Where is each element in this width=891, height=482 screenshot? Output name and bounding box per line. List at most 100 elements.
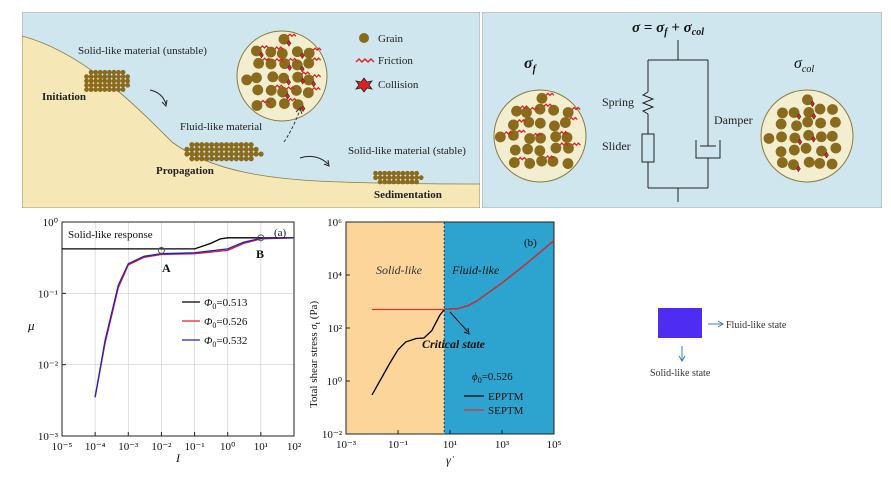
grain	[248, 151, 254, 157]
grain	[382, 179, 388, 185]
y-tick-label: 10²	[328, 323, 343, 335]
collision-grains	[763, 94, 842, 173]
friction-contact	[287, 33, 297, 38]
grain	[93, 87, 99, 92]
friction-contact	[260, 45, 269, 49]
grain	[223, 142, 230, 148]
grain	[550, 142, 562, 154]
grain	[776, 131, 787, 143]
grain	[494, 131, 506, 143]
grain	[800, 142, 812, 154]
grain	[789, 132, 801, 144]
x-tick-label: 10³	[495, 439, 510, 451]
grain	[549, 120, 560, 132]
grain	[508, 119, 519, 131]
grain	[97, 69, 103, 75]
friction-contact	[571, 106, 581, 111]
x-tick-label: 10⁻³	[336, 439, 357, 451]
grain	[508, 157, 520, 168]
collision-contact	[285, 92, 290, 100]
legend-entry: SEPTM	[488, 405, 524, 417]
grain	[803, 156, 815, 168]
plot-frame	[61, 221, 295, 437]
collision-contact	[259, 51, 264, 59]
critical-state-label: Critical state	[422, 337, 486, 351]
grain	[400, 179, 406, 185]
label-sedimentation: Sedimentation	[374, 189, 442, 201]
x-axis-label: I	[175, 451, 181, 465]
x-tick-label: 10⁻⁵	[52, 441, 73, 453]
state-diagram: Fluid-like state Solid-like state	[570, 240, 840, 430]
collision-contact	[824, 151, 829, 159]
grain	[243, 146, 249, 152]
grain	[279, 58, 291, 70]
grain	[120, 87, 126, 92]
grain	[302, 87, 314, 99]
collision-legend-icon	[355, 77, 373, 93]
grain	[414, 175, 419, 181]
grain	[251, 100, 263, 111]
grain	[377, 175, 383, 181]
grain	[102, 82, 108, 88]
legend-collision: Collision	[378, 79, 419, 91]
collision-contact	[286, 78, 291, 86]
friction-contact	[312, 57, 322, 62]
friction-legend-icon	[355, 58, 375, 63]
grain	[788, 107, 800, 118]
grain	[534, 103, 546, 115]
friction-contact	[312, 47, 322, 52]
grain	[111, 78, 117, 84]
grain	[125, 74, 130, 80]
solid-state-label: Solid-like state	[650, 368, 711, 379]
y-tick-label: 10⁶	[327, 217, 342, 229]
grain	[120, 74, 126, 80]
grain	[377, 179, 383, 185]
y-tick-label: 10⁻¹	[38, 288, 58, 300]
x-tick-label: 10⁰	[220, 441, 236, 453]
x-tick-label: 10⁻⁴	[85, 441, 106, 453]
grain	[125, 82, 130, 88]
sigma-f-label: σf	[524, 55, 538, 75]
point-A	[157, 246, 165, 254]
y-tick-label: 10⁰	[43, 217, 59, 229]
grain	[377, 170, 383, 176]
friction-contact	[520, 105, 530, 110]
legend-entry: Φ0=0.532	[204, 335, 247, 349]
grain	[106, 82, 112, 88]
grain	[418, 175, 424, 181]
collision-contact	[810, 100, 815, 108]
grain	[116, 87, 121, 92]
grain	[223, 151, 230, 157]
label-solid-stable: Solid-like material (stable)	[348, 145, 466, 157]
grain	[243, 156, 249, 162]
grain	[243, 142, 249, 148]
grain	[213, 146, 220, 152]
unstable-grain-pile	[84, 69, 130, 92]
grain	[775, 146, 787, 158]
grain	[209, 151, 215, 157]
grain	[233, 146, 239, 152]
grain	[391, 175, 397, 181]
grain	[116, 74, 121, 80]
grain	[386, 175, 392, 181]
grain	[248, 142, 254, 148]
solid-like-region-label: Solid-like	[376, 263, 423, 277]
grain	[548, 104, 560, 116]
friction-contact	[516, 119, 526, 123]
grain	[241, 74, 253, 86]
grain	[265, 84, 277, 96]
x-tick-label: 10²	[287, 441, 302, 453]
grain	[409, 175, 415, 181]
magnified-grains	[241, 33, 322, 113]
collision-contact	[796, 113, 802, 121]
grain	[116, 82, 121, 88]
grain	[223, 146, 230, 152]
grain	[522, 143, 533, 155]
grain	[802, 94, 813, 106]
point-B	[257, 234, 265, 242]
grain	[826, 158, 838, 170]
collision-contact	[796, 165, 801, 173]
grain	[106, 69, 112, 75]
grain	[223, 156, 230, 162]
y-tick-label: 10⁴	[327, 270, 342, 282]
